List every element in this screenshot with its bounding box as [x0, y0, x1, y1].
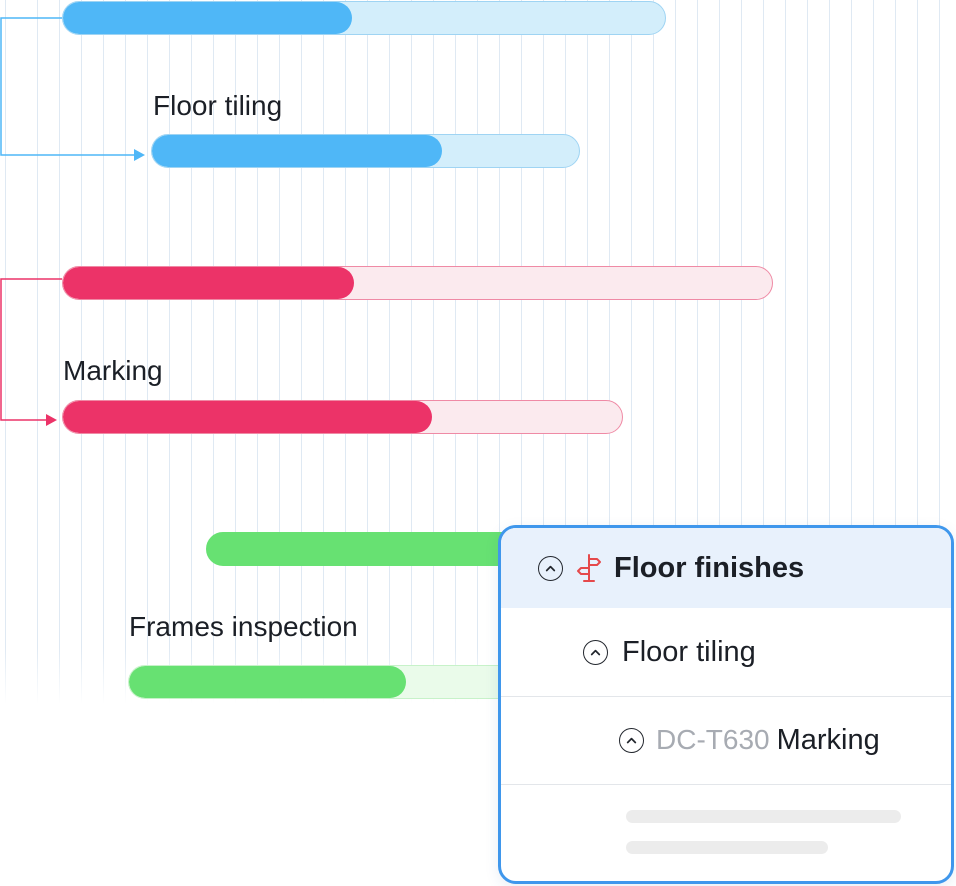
progress-fill — [152, 135, 443, 167]
task-label-marking: Marking — [63, 355, 163, 386]
progress-fill — [63, 2, 352, 34]
skeleton-line — [626, 810, 901, 823]
task-bar-red-parent[interactable] — [62, 266, 773, 300]
row-label-marking: Marking — [776, 723, 880, 756]
progress-fill — [63, 401, 432, 433]
skeleton-line — [626, 841, 828, 854]
dependency-arrow-red — [46, 414, 57, 426]
task-hierarchy-panel: Floor finishes Floor tiling DC-T630 Mark… — [498, 525, 954, 884]
task-bar-blue-parent[interactable] — [62, 1, 666, 35]
collapse-chevron-icon[interactable] — [583, 639, 608, 665]
task-bar-marking[interactable] — [62, 400, 623, 434]
dependency-connectors — [0, 17, 145, 426]
row-label-floor-tiling: Floor tiling — [622, 635, 756, 668]
task-label-frames-inspection: Frames inspection — [129, 611, 358, 642]
task-id: DC-T630 — [656, 724, 770, 755]
collapse-chevron-icon[interactable] — [619, 727, 644, 753]
row-label-floor-finishes: Floor finishes — [614, 551, 805, 584]
panel-row-floor-tiling[interactable]: Floor tiling — [501, 608, 951, 697]
dependency-line-blue — [0, 17, 135, 156]
panel-row-marking[interactable]: DC-T630 Marking — [501, 696, 951, 785]
progress-fill — [63, 267, 354, 299]
progress-fill — [129, 666, 406, 698]
dependency-line-red — [0, 278, 62, 421]
panel-row-floor-finishes[interactable]: Floor finishes — [501, 528, 951, 608]
task-bar-floor-tiling[interactable] — [151, 134, 580, 168]
signpost-icon — [575, 553, 603, 583]
task-label-floor-tiling: Floor tiling — [153, 90, 283, 121]
collapse-chevron-icon[interactable] — [538, 555, 563, 581]
dependency-arrow-blue — [134, 149, 145, 161]
